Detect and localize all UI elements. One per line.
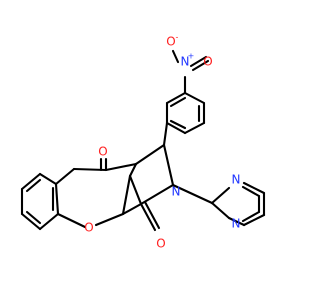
nitro-n-charge: +: [188, 52, 195, 61]
bond: [38, 212, 60, 231]
bond: [20, 172, 42, 191]
bond: [143, 200, 161, 230]
nitro-o-right-label: O: [203, 55, 212, 69]
bond: [242, 213, 266, 227]
bond: [139, 202, 157, 232]
bond: [171, 183, 214, 205]
chemical-structure-diagram: N + O - O N N N O O O: [20, 33, 266, 251]
ketone-o-bottom-label: O: [156, 237, 165, 251]
bond: [94, 212, 125, 227]
bond: [121, 202, 143, 216]
bond: [104, 162, 138, 172]
bond: [227, 216, 246, 227]
bond: [20, 212, 42, 231]
bond: [183, 91, 206, 105]
nitro-o-top-label: O: [166, 35, 175, 49]
bond: [134, 143, 166, 166]
bond: [169, 119, 187, 130]
bond: [241, 185, 261, 198]
bond: [210, 186, 231, 205]
atom-layer: N + O - O N N N O O O: [84, 33, 240, 251]
bond: [54, 182, 60, 216]
bond: [171, 49, 180, 64]
pyrimidine-n-top-label: N: [232, 173, 241, 187]
bond: [189, 55, 208, 68]
bond: [165, 121, 187, 135]
pyrrole-n-label: N: [172, 185, 181, 199]
bond: [169, 96, 187, 108]
bond: [162, 121, 169, 147]
bond: [25, 178, 42, 193]
bond-layer: [20, 49, 266, 232]
nitro-o-top-charge: -: [176, 33, 179, 42]
bond: [139, 183, 175, 206]
bond: [25, 210, 42, 225]
ring-o-label: O: [84, 221, 93, 235]
bond: [183, 121, 206, 135]
bond: [54, 167, 76, 186]
nitro-n-label: N: [181, 55, 190, 69]
molecule-canvas: N + O - O N N N O O O: [20, 32, 266, 251]
bond: [165, 91, 187, 105]
bond: [121, 174, 132, 216]
bond: [128, 162, 138, 178]
bond: [56, 212, 87, 229]
bond: [210, 201, 231, 220]
bond: [241, 210, 261, 223]
bond: [128, 174, 143, 206]
bond: [38, 172, 58, 186]
bond: [191, 59, 210, 72]
pyrimidine-n-bottom-label: N: [232, 217, 241, 231]
bond: [242, 181, 266, 195]
bond: [162, 143, 175, 187]
ketone-o-top-label: O: [98, 145, 107, 159]
